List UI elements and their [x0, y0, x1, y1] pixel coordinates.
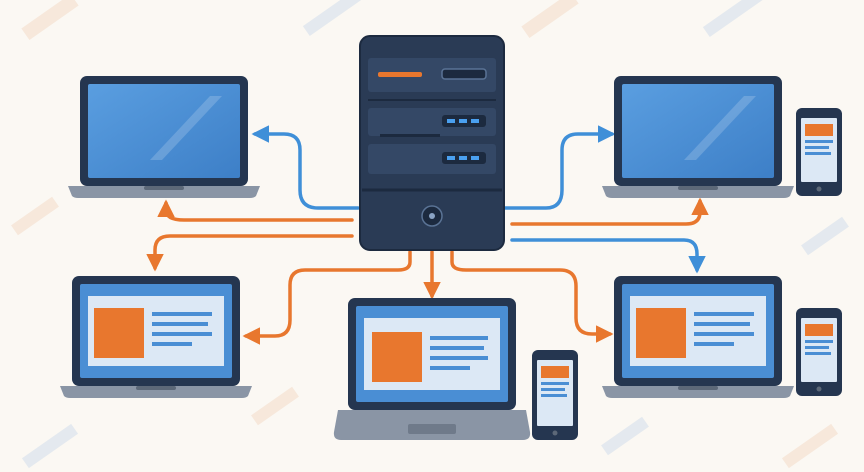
bottom-center-smartphone-icon: [532, 350, 578, 440]
background-pattern: [11, 0, 849, 469]
bottom-center-laptop-icon: [333, 298, 531, 440]
top-left-laptop-icon: [68, 76, 260, 198]
connection-orange-bottom-left-b: [242, 250, 412, 345]
connection-orange-bottom-left-a: [146, 234, 354, 272]
connection-orange-top-left: [157, 199, 354, 222]
connection-blue-top-left: [251, 125, 360, 210]
connection-orange-top-right: [510, 197, 709, 226]
server-tower-icon: [359, 35, 505, 251]
connection-blue-bottom-right: [510, 238, 706, 274]
top-right-smartphone-icon: [796, 108, 842, 196]
connections: [146, 125, 709, 345]
bottom-right-smartphone-icon: [796, 308, 842, 396]
connection-orange-bottom-right: [450, 250, 614, 343]
connection-blue-top-right: [502, 125, 616, 210]
bottom-right-laptop-icon: [602, 276, 794, 398]
bottom-left-laptop-icon: [60, 276, 252, 398]
top-right-laptop-icon: [602, 76, 794, 198]
